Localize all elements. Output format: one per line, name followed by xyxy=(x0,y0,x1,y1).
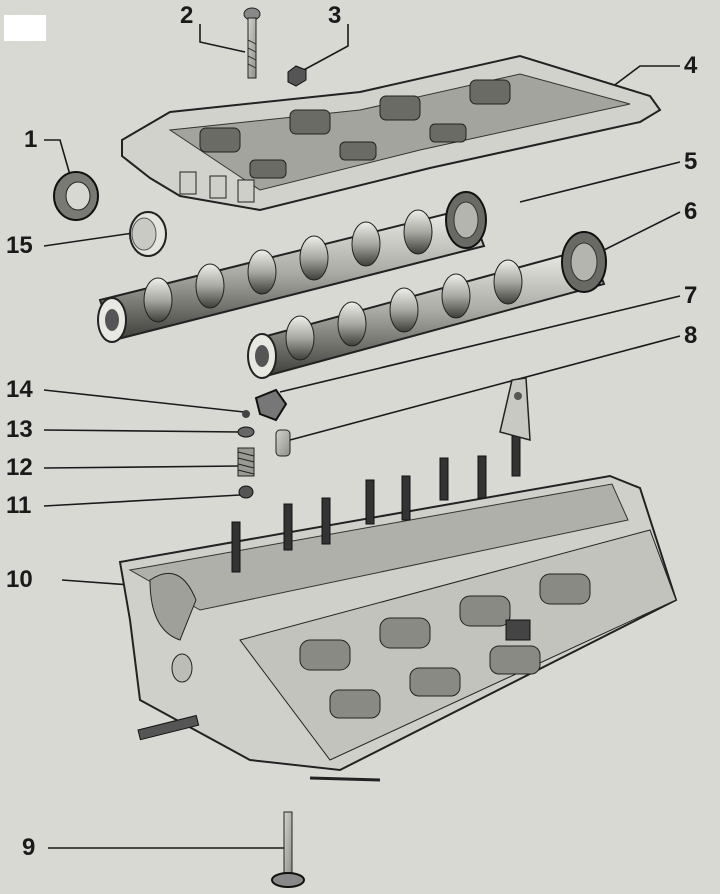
callout-15: 15 xyxy=(6,232,33,259)
callout-3: 3 xyxy=(328,2,342,29)
part-seat-11 xyxy=(238,485,254,499)
callout-9: 9 xyxy=(22,834,36,861)
part-tappet-8 xyxy=(275,429,291,457)
callout-5: 5 xyxy=(684,148,698,175)
part-lifter-7 xyxy=(254,388,288,422)
callout-11: 11 xyxy=(6,492,32,519)
callout-1: 1 xyxy=(24,126,38,153)
callout-7: 7 xyxy=(684,282,698,309)
callout-4: 4 xyxy=(684,52,698,79)
callout-6: 6 xyxy=(684,198,698,225)
callout-13: 13 xyxy=(6,416,33,443)
part-bearing-frame-4 xyxy=(121,54,662,212)
part-bolt-2 xyxy=(243,7,261,79)
part-camshaft-5 xyxy=(97,191,487,343)
part-small-14 xyxy=(242,410,250,418)
part-cylinder-head-10 xyxy=(118,377,678,782)
part-valve-9 xyxy=(271,811,305,888)
callout-2: 2 xyxy=(180,2,194,29)
part-camshaft-6 xyxy=(247,231,607,379)
callout-14: 14 xyxy=(6,376,33,403)
part-nut-3 xyxy=(287,65,307,87)
blank-patch xyxy=(4,15,46,41)
part-spring-12 xyxy=(237,447,255,477)
part-seal-1 xyxy=(53,171,99,221)
callout-12: 12 xyxy=(6,454,33,481)
callout-8: 8 xyxy=(684,322,698,349)
leader-lines xyxy=(43,24,681,849)
part-washer-13 xyxy=(237,426,255,438)
callout-10: 10 xyxy=(6,566,33,593)
part-plug-15 xyxy=(129,211,167,257)
